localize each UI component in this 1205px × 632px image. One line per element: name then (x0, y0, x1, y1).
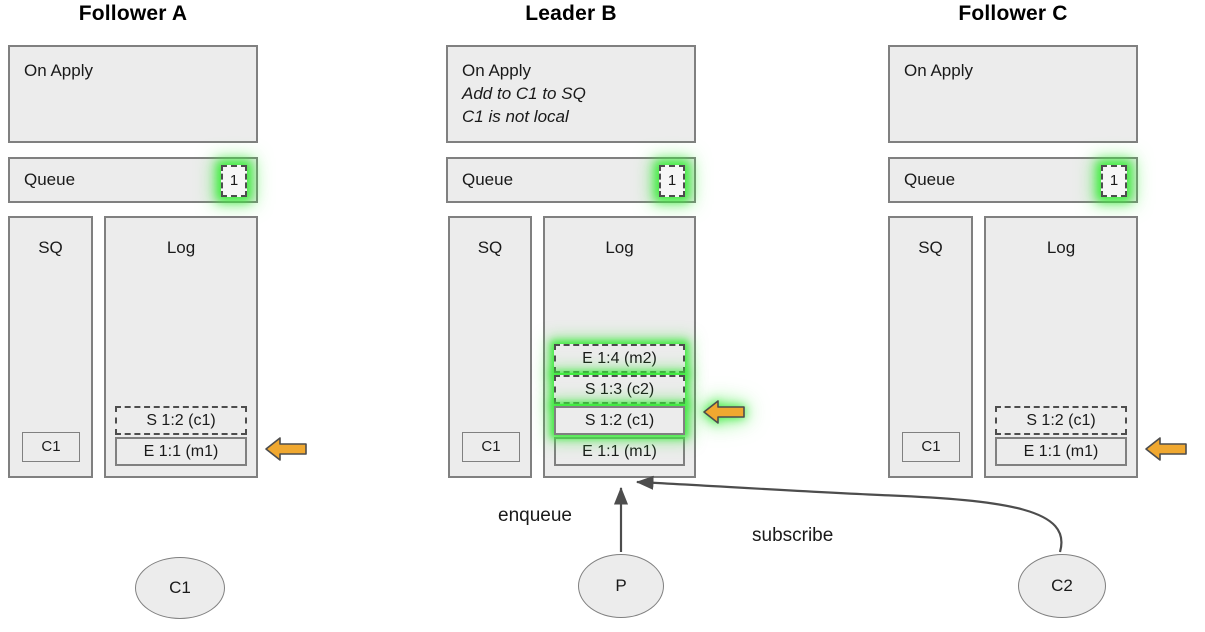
log-entry: S 1:2 (c1) (995, 406, 1127, 435)
sq-entry: C1 (902, 432, 960, 462)
log-entry-stack: E 1:4 (m2) S 1:3 (c2) S 1:2 (c1) E 1:1 (… (554, 342, 685, 466)
log-entry: E 1:4 (m2) (554, 344, 685, 373)
queue-count-badge: 1 (221, 165, 247, 197)
queue-panel-follower-a: Queue 1 (8, 157, 258, 203)
log-entry: S 1:3 (c2) (554, 375, 685, 404)
edge-label-enqueue: enqueue (498, 505, 572, 526)
sq-label: SQ (918, 238, 943, 257)
log-label: Log (166, 238, 196, 257)
apply-pointer-arrow-follower-a (264, 435, 308, 463)
log-label: Log (1046, 238, 1076, 257)
on-apply-panel-follower-a: On Apply (8, 45, 258, 143)
log-label: Log (605, 238, 634, 257)
log-entry: E 1:1 (m1) (554, 437, 685, 466)
sq-panel-follower-a: SQ C1 (8, 216, 93, 478)
queue-count-badge: 1 (659, 165, 685, 197)
sq-label: SQ (477, 238, 503, 257)
queue-panel-leader-b: Queue 1 (446, 157, 696, 203)
node-column-follower-c: Follower C On Apply Queue 1 SQ C1 Log S … (888, 0, 1138, 632)
client-node-c1: C1 (135, 557, 225, 619)
node-title-leader-b: Leader B (525, 2, 617, 25)
queue-label: Queue (904, 170, 956, 189)
log-entry: S 1:2 (c1) (115, 406, 247, 435)
node-title-follower-a: Follower A (78, 2, 188, 25)
on-apply-note: Add to C1 to SQ (462, 84, 586, 103)
node-title-follower-c: Follower C (958, 2, 1068, 25)
log-panel-follower-c: Log S 1:2 (c1) E 1:1 (m1) (984, 216, 1138, 478)
sq-label: SQ (38, 238, 63, 257)
log-panel-follower-a: Log S 1:2 (c1) E 1:1 (m1) (104, 216, 258, 478)
queue-panel-follower-c: Queue 1 (888, 157, 1138, 203)
log-entry: E 1:1 (m1) (115, 437, 247, 466)
log-entry: E 1:1 (m1) (995, 437, 1127, 466)
log-entry-stack: S 1:2 (c1) E 1:1 (m1) (995, 404, 1127, 466)
on-apply-title: On Apply (904, 61, 973, 80)
queue-label: Queue (24, 170, 76, 189)
on-apply-panel-leader-b: On Apply Add to C1 to SQ C1 is not local (446, 45, 696, 143)
queue-label: Queue (462, 170, 514, 189)
sq-entry: C1 (462, 432, 520, 462)
queue-count-badge: 1 (1101, 165, 1127, 197)
apply-pointer-arrow-follower-c (1144, 435, 1188, 463)
apply-pointer-arrow-leader-b (702, 398, 746, 426)
sq-entry: C1 (22, 432, 80, 462)
on-apply-title: On Apply (24, 61, 93, 80)
on-apply-note: C1 is not local (462, 107, 569, 126)
node-column-follower-a: Follower A On Apply Queue 1 SQ C1 Log S … (8, 0, 258, 632)
log-entry: S 1:2 (c1) (554, 406, 685, 435)
sq-panel-leader-b: SQ C1 (448, 216, 532, 478)
on-apply-title: On Apply (462, 61, 531, 80)
log-panel-leader-b: Log E 1:4 (m2) S 1:3 (c2) S 1:2 (c1) E 1… (543, 216, 696, 478)
edge-label-subscribe: subscribe (752, 525, 834, 546)
client-node-c2: C2 (1018, 554, 1106, 618)
sq-panel-follower-c: SQ C1 (888, 216, 973, 478)
producer-node-p: P (578, 554, 664, 618)
on-apply-panel-follower-c: On Apply (888, 45, 1138, 143)
node-column-leader-b: Leader B On Apply Add to C1 to SQ C1 is … (446, 0, 696, 632)
log-entry-stack: S 1:2 (c1) E 1:1 (m1) (115, 404, 247, 466)
